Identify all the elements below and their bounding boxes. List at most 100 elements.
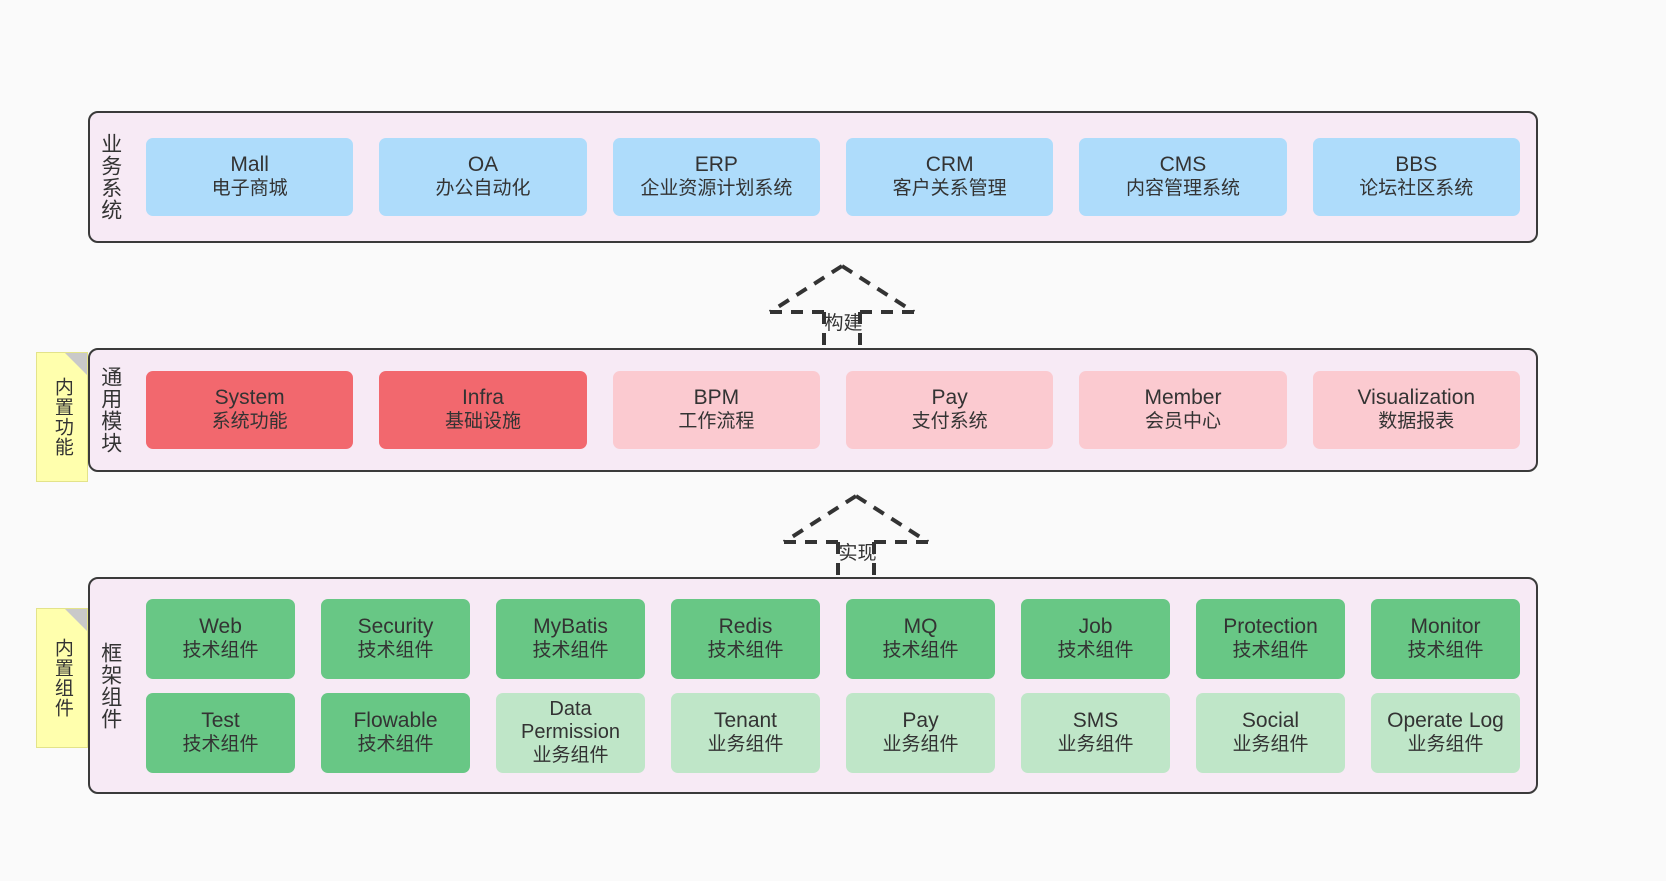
module-card-job[interactable]: Job 技术组件 xyxy=(1021,598,1170,679)
module-row: Test 技术组件 Flowable 技术组件 Data Permission … xyxy=(146,692,1520,773)
layer-body-framework-components: Web 技术组件 Security 技术组件 MyBatis 技术组件 Redi… xyxy=(130,579,1536,792)
module-name-cn: 技术组件 xyxy=(532,639,609,661)
module-name-cn: 办公自动化 xyxy=(435,178,531,200)
module-card-pay-component[interactable]: Pay 业务组件 xyxy=(846,692,995,773)
module-name-cn: 数据报表 xyxy=(1378,411,1455,433)
module-card-system[interactable]: System 系统功能 xyxy=(146,371,354,449)
module-name-en: MyBatis xyxy=(533,614,608,638)
layer-title-business-system: 业务系统 xyxy=(98,133,122,221)
note-fold-icon xyxy=(65,609,87,631)
module-name-cn: 电子商城 xyxy=(211,178,288,200)
module-name-en: CMS xyxy=(1159,153,1207,177)
module-name-en: Infra xyxy=(461,386,504,410)
module-name-en: Redis xyxy=(718,614,773,638)
module-name-en: System xyxy=(214,386,285,410)
module-card-protection[interactable]: Protection 技术组件 xyxy=(1196,598,1345,679)
module-card-infra[interactable]: Infra 基础设施 xyxy=(379,371,587,449)
module-card-bpm[interactable]: BPM 工作流程 xyxy=(612,371,820,449)
module-name-cn: 技术组件 xyxy=(182,733,259,755)
module-name-en: Web xyxy=(199,614,242,638)
module-name-en: SMS xyxy=(1072,708,1119,732)
connector-build: 构建 xyxy=(762,260,922,360)
module-name-cn: 业务组件 xyxy=(1057,733,1134,755)
module-card-crm[interactable]: CRM 客户关系管理 xyxy=(845,138,1054,216)
module-card-redis[interactable]: Redis 技术组件 xyxy=(671,598,820,679)
module-name-en: Pay xyxy=(931,386,968,410)
layer-business-system: 业务系统 Mall 电子商城 OA 办公自动化 ERP 企业资源计划系统 CRM… xyxy=(88,111,1538,243)
module-name-cn: 技术组件 xyxy=(1407,639,1484,661)
module-name-en: BBS xyxy=(1395,153,1438,177)
module-name-en: BPM xyxy=(693,386,740,410)
module-name-en: Member xyxy=(1144,386,1222,410)
module-card-social[interactable]: Social 业务组件 xyxy=(1196,692,1345,773)
module-name-cn: 技术组件 xyxy=(707,639,784,661)
module-name-en: Monitor xyxy=(1410,614,1481,638)
module-name-en: Security xyxy=(357,614,434,638)
module-name-en: Pay xyxy=(902,708,939,732)
note-label: 内置组件 xyxy=(51,638,73,718)
module-card-mybatis[interactable]: MyBatis 技术组件 xyxy=(496,598,645,679)
module-name-cn: 业务组件 xyxy=(882,733,959,755)
module-card-bbs[interactable]: BBS 论坛社区系统 xyxy=(1312,138,1520,216)
module-card-operate-log[interactable]: Operate Log 业务组件 xyxy=(1371,692,1520,773)
module-name-en: Data Permission xyxy=(521,697,620,744)
module-name-cn: 企业资源计划系统 xyxy=(640,178,793,200)
note-fold-icon xyxy=(65,353,87,375)
module-name-en: MQ xyxy=(903,614,938,638)
module-card-security[interactable]: Security 技术组件 xyxy=(321,598,470,679)
module-row: Mall 电子商城 OA 办公自动化 ERP 企业资源计划系统 CRM 客户关系… xyxy=(146,138,1520,216)
module-name-en: OA xyxy=(467,153,499,177)
module-card-erp[interactable]: ERP 企业资源计划系统 xyxy=(612,138,820,216)
module-name-en: Mall xyxy=(230,153,269,177)
module-name-cn: 技术组件 xyxy=(882,639,959,661)
module-name-en: CRM xyxy=(925,153,974,177)
module-name-cn: 技术组件 xyxy=(1057,639,1134,661)
module-name-cn: 业务组件 xyxy=(1232,733,1309,755)
module-name-cn: 技术组件 xyxy=(357,639,434,661)
module-card-mq[interactable]: MQ 技术组件 xyxy=(846,598,995,679)
module-card-data-permission[interactable]: Data Permission 业务组件 xyxy=(496,692,645,773)
module-name-en: Protection xyxy=(1223,614,1318,638)
module-name-cn: 客户关系管理 xyxy=(892,178,1007,200)
layer-framework-components: 框架组件 Web 技术组件 Security 技术组件 MyBatis 技术组件… xyxy=(88,577,1538,794)
module-name-en: Social xyxy=(1241,708,1300,732)
module-card-monitor[interactable]: Monitor 技术组件 xyxy=(1371,598,1520,679)
module-card-web[interactable]: Web 技术组件 xyxy=(146,598,295,679)
layer-common-modules: 通用模块 System 系统功能 Infra 基础设施 BPM 工作流程 Pay… xyxy=(88,348,1538,472)
module-card-cms[interactable]: CMS 内容管理系统 xyxy=(1079,138,1287,216)
module-card-member[interactable]: Member 会员中心 xyxy=(1079,371,1287,449)
connector-label-build: 构建 xyxy=(824,313,863,334)
module-name-cn: 业务组件 xyxy=(532,744,609,766)
note-builtin-components: 内置组件 xyxy=(36,608,88,748)
module-name-cn: 论坛社区系统 xyxy=(1359,178,1474,200)
module-row: System 系统功能 Infra 基础设施 BPM 工作流程 Pay 支付系统… xyxy=(146,371,1520,449)
layer-title-common-modules: 通用模块 xyxy=(98,366,122,454)
module-card-sms[interactable]: SMS 业务组件 xyxy=(1021,692,1170,773)
module-name-cn: 技术组件 xyxy=(357,733,434,755)
module-name-en: Job xyxy=(1078,614,1113,638)
module-card-test[interactable]: Test 技术组件 xyxy=(146,692,295,773)
module-name-en: Tenant xyxy=(713,708,778,732)
layer-body-business-system: Mall 电子商城 OA 办公自动化 ERP 企业资源计划系统 CRM 客户关系… xyxy=(130,113,1536,241)
layer-body-common-modules: System 系统功能 Infra 基础设施 BPM 工作流程 Pay 支付系统… xyxy=(130,350,1536,470)
module-name-cn: 技术组件 xyxy=(182,639,259,661)
module-card-visualization[interactable]: Visualization 数据报表 xyxy=(1312,371,1520,449)
module-card-pay[interactable]: Pay 支付系统 xyxy=(845,371,1054,449)
module-name-en: ERP xyxy=(694,153,738,177)
module-name-en: Test xyxy=(201,708,240,732)
connector-implement: 实现 xyxy=(776,490,936,590)
module-name-cn: 工作流程 xyxy=(678,411,755,433)
module-card-oa[interactable]: OA 办公自动化 xyxy=(379,138,587,216)
module-name-en: Flowable xyxy=(353,708,438,732)
module-name-cn: 业务组件 xyxy=(707,733,784,755)
module-card-mall[interactable]: Mall 电子商城 xyxy=(146,138,354,216)
module-card-flowable[interactable]: Flowable 技术组件 xyxy=(321,692,470,773)
module-name-en: Visualization xyxy=(1357,386,1476,410)
module-card-tenant[interactable]: Tenant 业务组件 xyxy=(671,692,820,773)
module-name-cn: 系统功能 xyxy=(211,411,288,433)
note-label: 内置功能 xyxy=(51,377,73,457)
module-name-cn: 会员中心 xyxy=(1144,411,1221,433)
layer-title-framework-components: 框架组件 xyxy=(98,641,122,730)
module-name-cn: 技术组件 xyxy=(1232,639,1309,661)
module-row: Web 技术组件 Security 技术组件 MyBatis 技术组件 Redi… xyxy=(146,598,1520,679)
